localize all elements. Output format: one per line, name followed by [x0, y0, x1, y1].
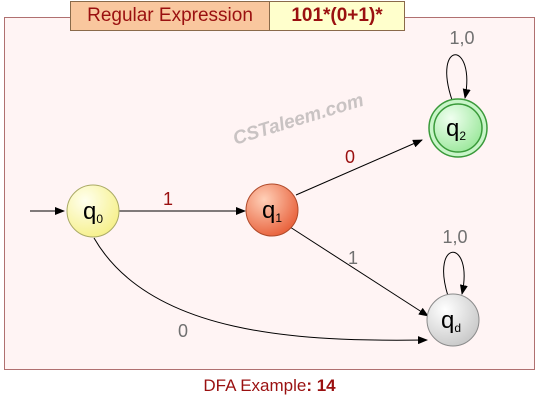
- edge-label-q1-q2: 0: [345, 147, 355, 167]
- state-q1-sub: 1: [275, 211, 282, 225]
- svg-text:q0: q0: [83, 198, 103, 226]
- state-q2-name: q: [446, 115, 459, 142]
- state-q2: q2: [428, 98, 488, 158]
- edge-q0-qd: [93, 237, 428, 345]
- edge-label-q2-self: 1,0: [449, 28, 474, 48]
- diagram-caption: DFA Example: 14: [0, 376, 539, 396]
- svg-text:q2: q2: [446, 115, 466, 143]
- state-q0-sub: 0: [96, 212, 103, 226]
- edge-q1-q2: [295, 139, 423, 196]
- edge-qd-self: [443, 251, 468, 297]
- edge-label-q0-qd: 0: [178, 321, 188, 341]
- state-q0: q0: [66, 184, 120, 238]
- state-qd: qd: [426, 293, 480, 347]
- edge-label-q1-qd: 1: [348, 248, 358, 268]
- edge-q1-qd: [289, 226, 429, 317]
- edge-label-q0-q1: 1: [163, 189, 173, 209]
- svg-text:qd: qd: [441, 307, 461, 335]
- edge-q2-self: [446, 54, 471, 101]
- state-q2-sub: 2: [459, 129, 466, 143]
- watermark-text: CSTaleem.com: [231, 90, 367, 150]
- state-qd-name: q: [441, 307, 454, 334]
- state-qd-sub: d: [454, 321, 461, 335]
- state-q1-name: q: [262, 197, 275, 224]
- regex-header: Regular Expression 101*(0+1)*: [70, 1, 405, 31]
- svg-text:q1: q1: [262, 197, 282, 225]
- caption-number: : 14: [306, 376, 336, 395]
- edge-label-qd-self: 1,0: [442, 227, 467, 247]
- caption-prefix: DFA Example: [203, 376, 307, 395]
- state-q1: q1: [245, 183, 299, 237]
- regex-value: 101*(0+1)*: [270, 1, 405, 31]
- regex-label: Regular Expression: [70, 1, 270, 31]
- state-q0-name: q: [83, 198, 96, 225]
